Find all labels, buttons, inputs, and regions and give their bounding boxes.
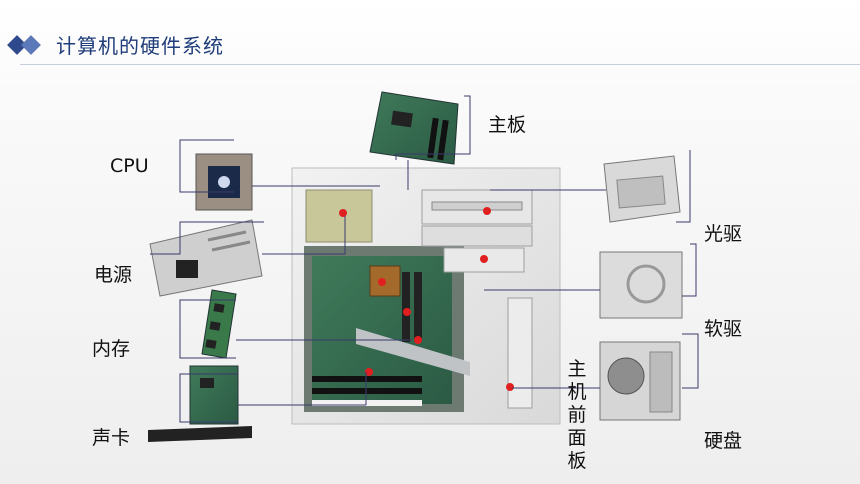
label-floppy-drive: 软驱 — [704, 318, 743, 340]
label-power-supply: 电源 — [94, 264, 133, 286]
optical-drive-image — [603, 155, 681, 223]
label-motherboard: 主板 — [488, 114, 527, 136]
connector-lines — [150, 95, 699, 423]
label-cpu: CPU — [110, 155, 149, 177]
diamond-icon — [7, 35, 41, 55]
label-memory: 内存 — [92, 338, 131, 360]
sound-card-image — [148, 365, 252, 442]
power-supply-image — [149, 219, 263, 297]
header-divider — [20, 64, 860, 65]
label-front-panel: 主机前面板 — [567, 358, 587, 472]
memory-image — [201, 289, 237, 359]
hard-disk-image — [599, 341, 681, 421]
label-hard-disk: 硬盘 — [704, 430, 743, 452]
label-optical-drive: 光驱 — [704, 223, 743, 245]
floppy-drive-image — [599, 251, 683, 319]
label-sound-card: 声卡 — [92, 427, 131, 449]
computer-case-image — [291, 167, 561, 425]
page-title: 计算机的硬件系统 — [56, 34, 224, 58]
cpu-image — [195, 153, 253, 211]
motherboard-image — [369, 91, 459, 165]
